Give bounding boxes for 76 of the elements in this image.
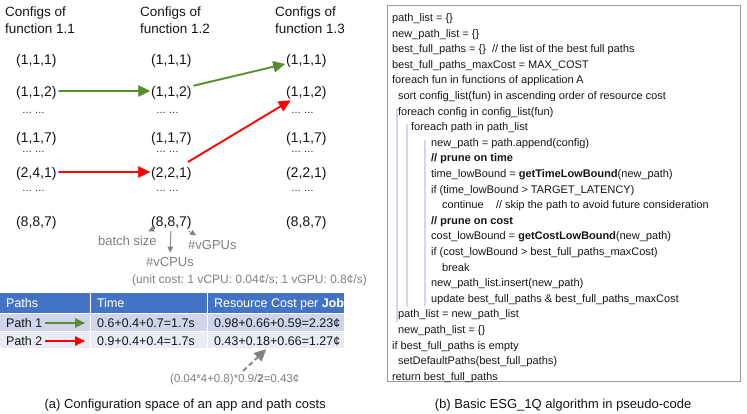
- ellipsis: … …: [22, 105, 45, 116]
- leader-arrow: [148, 226, 155, 232]
- config-tuple: (1,1,2): [16, 83, 56, 99]
- column-heading: Configs of function 1.3: [275, 3, 346, 37]
- table-cell: 0.9+0.4+0.4=1.7s: [91, 332, 207, 348]
- config-tuple: (1,1,1): [151, 51, 192, 67]
- ellipsis: … …: [291, 144, 314, 155]
- ellipsis: … …: [156, 144, 179, 155]
- table-cell: Time: [91, 293, 207, 313]
- config-tuple: (2,2,1): [286, 164, 326, 180]
- code-line: new_path = path.append(config): [431, 136, 590, 151]
- config-tuple: (8,8,7): [286, 213, 326, 229]
- ellipsis: … …: [22, 144, 45, 155]
- leader-arrow: [242, 349, 266, 372]
- ellipsis: … …: [22, 183, 45, 194]
- table-cell: Resource Cost per Job: [208, 293, 344, 313]
- config-tuple: (1,1,2): [286, 83, 326, 99]
- code-line: sort config_list(fun) in ascending order of resource cost: [398, 89, 666, 104]
- code-line: best_full_paths_maxCost = MAX_COST: [392, 58, 589, 73]
- dimension-name: batch size: [98, 233, 157, 248]
- path-arrow: [58, 166, 150, 178]
- cost-formula: (0.04*4+0.8)*0.9/2=0.43¢: [170, 373, 300, 385]
- caption: (a) Configuration space of an app and path costs: [43, 396, 327, 411]
- ellipsis: … …: [291, 183, 314, 194]
- path-arrow: [193, 60, 286, 87]
- path-arrow: [187, 100, 291, 163]
- ellipsis: … …: [156, 183, 179, 194]
- code-line: continue // skip the path to avoid future consideration: [442, 198, 709, 214]
- ellipsis: … …: [291, 105, 314, 116]
- table-cell: 0.43+0.18+0.66=1.27¢: [208, 332, 344, 348]
- pseudo-code-panel: [387, 5, 741, 382]
- code-line: if best_full_paths is empty: [392, 338, 519, 354]
- code-line: update best_full_paths & best_full_paths_maxCost: [431, 292, 679, 307]
- leader-arrow: [188, 230, 196, 236]
- table-cell: Path 1: [0, 314, 90, 331]
- caption: (b) Basic ESG_1Q algorithm in pseudo-code: [434, 396, 692, 411]
- config-tuple: (1,1,7): [151, 129, 192, 145]
- table-cell: Paths: [0, 293, 90, 313]
- config-tuple: (8,8,7): [151, 213, 192, 229]
- code-line: new_path_list.insert(new_path): [431, 276, 584, 292]
- code-line: if (time_lowBound > TARGET_LATENCY): [431, 182, 634, 198]
- code-line: setDefaultPaths(best_full_paths): [398, 354, 557, 370]
- code-line: new_path_list = {}: [398, 323, 486, 338]
- code-line: foreach fun in functions of application A: [392, 73, 584, 88]
- path-arrow: [58, 85, 150, 97]
- config-tuple: (1,1,1): [286, 51, 326, 67]
- ellipsis: … …: [156, 105, 179, 116]
- table-cell: 0.98+0.66+0.59=2.23¢: [208, 314, 344, 331]
- code-line: cost_lowBound = getCostLowBound(new_path): [431, 229, 671, 244]
- dimension-name: #vGPUs: [188, 237, 236, 252]
- code-line: best_full_paths = {} // the list of the best full paths: [392, 42, 634, 58]
- config-tuple: (1,1,2): [151, 83, 192, 99]
- table-cell: 0.6+0.4+0.7=1.7s: [91, 314, 207, 331]
- dimension-name: #vCPUs: [146, 254, 194, 269]
- config-tuple: (1,1,1): [16, 51, 56, 67]
- code-line: foreach config in config_list(fun): [398, 104, 554, 120]
- code-line: path_list = new_path_list: [398, 307, 519, 322]
- column-heading: Configs of function 1.1: [5, 3, 76, 37]
- code-line: // prune on cost: [431, 214, 513, 229]
- code-line: path_list = {}: [392, 11, 453, 26]
- code-line: if (cost_lowBound > best_full_paths_maxCost): [431, 245, 658, 260]
- config-tuple: (1,1,7): [286, 129, 326, 145]
- code-line: // prune on time: [431, 151, 513, 166]
- config-tuple: (2,2,1): [151, 164, 192, 180]
- code-line: return best_full_paths: [392, 370, 498, 385]
- table-cell: Path 2: [0, 332, 90, 348]
- config-tuple: (8,8,7): [16, 213, 56, 229]
- code-line: time_lowBound = getTimeLowBound(new_path): [431, 167, 673, 182]
- code-line: new_path_list = {}: [392, 26, 480, 42]
- config-tuple: (1,1,7): [16, 129, 56, 145]
- code-line: break: [442, 260, 470, 276]
- column-heading: Configs of function 1.2: [140, 3, 211, 37]
- code-line: foreach path in path_list: [411, 120, 528, 136]
- config-tuple: (2,4,1): [16, 164, 56, 180]
- unit-cost-note: (unit cost: 1 vCPU: 0.04¢/s; 1 vGPU: 0.8¢/s): [132, 272, 367, 286]
- leader-arrow: [167, 230, 174, 253]
